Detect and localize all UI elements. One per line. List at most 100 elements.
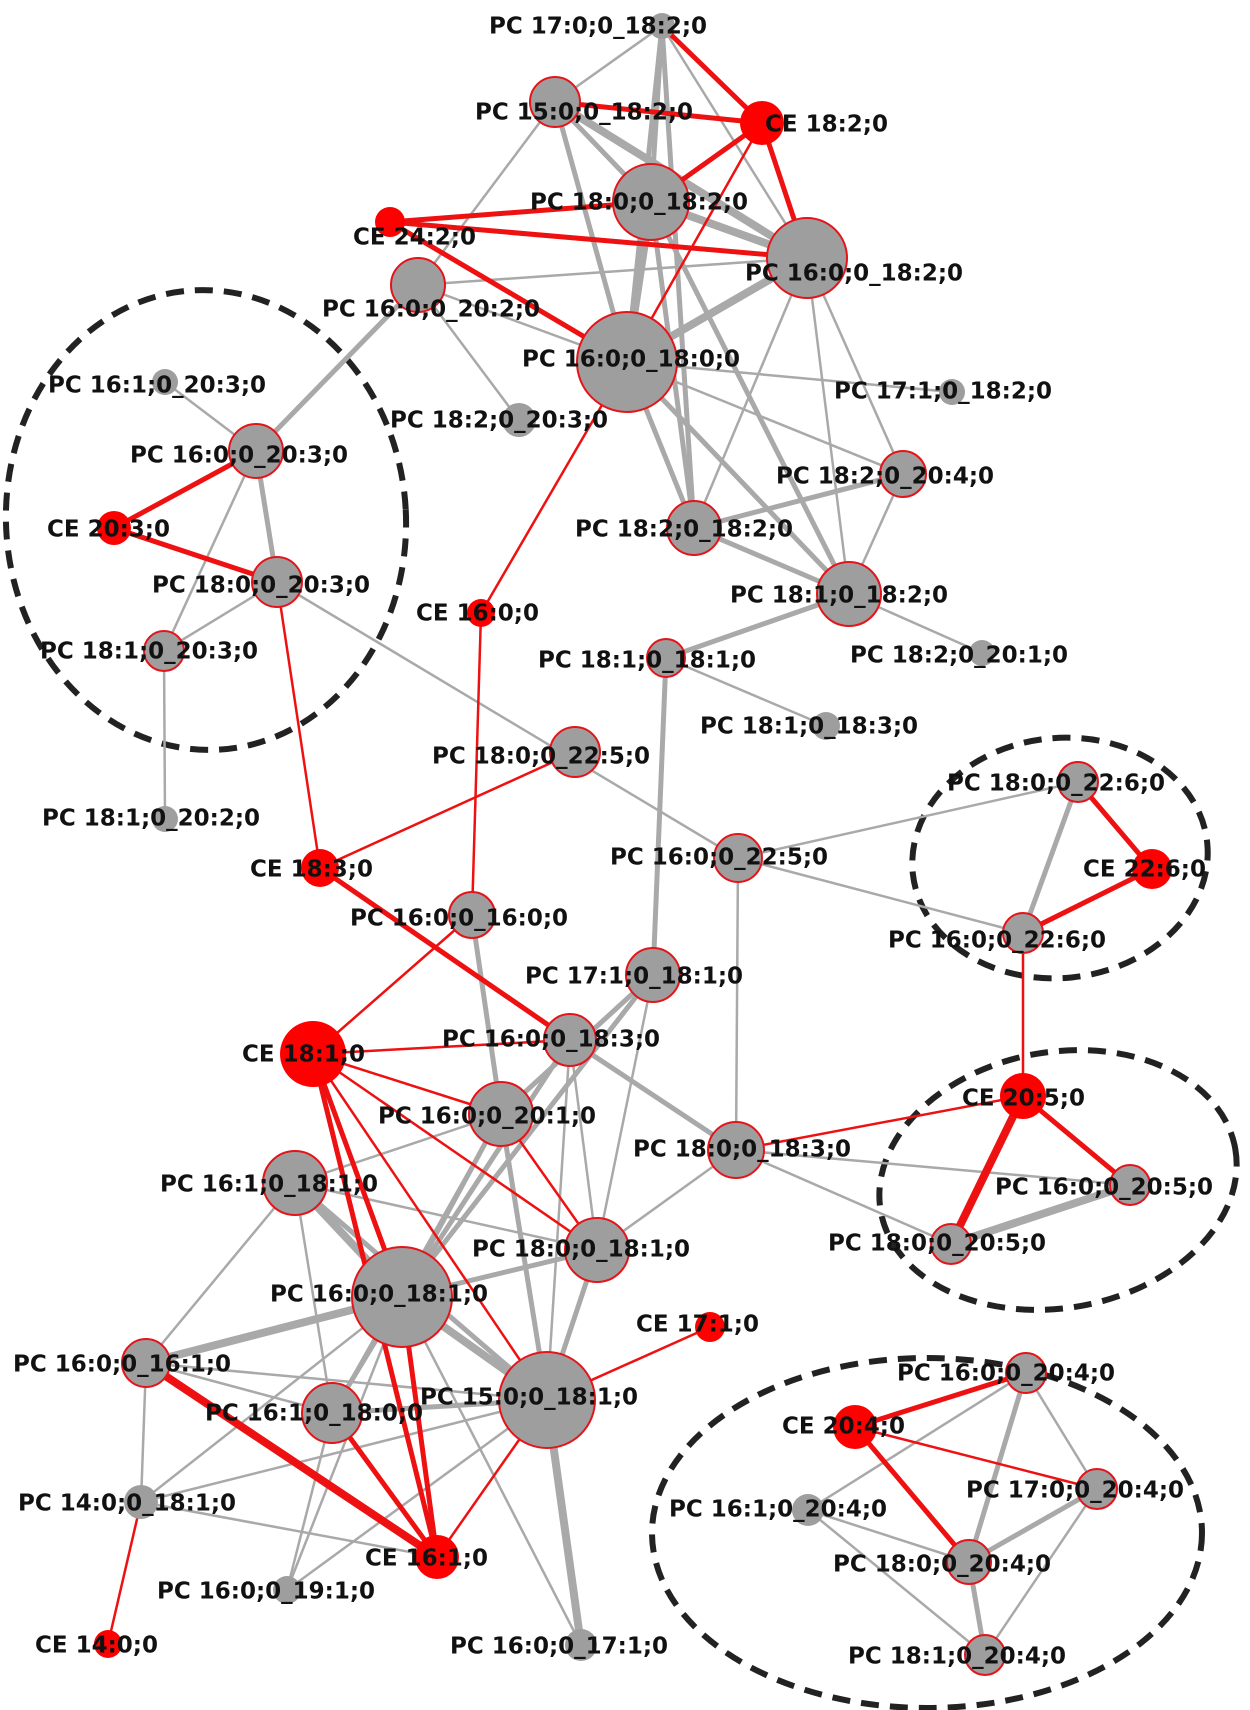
- edge-pc_16_0_18_1-to-pc_16_0_17_1: [400, 1295, 583, 1647]
- node-label-ce_22_6: CE 22:6;0: [1083, 857, 1206, 883]
- node-label-pc_17_1_18_1: PC 17:1;0_18:1;0: [525, 964, 743, 990]
- cluster-outlines: [2, 287, 1240, 1710]
- node-pc_18_1_20_2: [152, 806, 178, 832]
- node-ce_18_1: [280, 1021, 346, 1087]
- edge-pc_16_0_18_0-to-pc_17_1_18_2: [625, 360, 954, 394]
- edge-pc_18_0_20_3-to-ce_18_3: [275, 580, 322, 870]
- node-pc_16_1_18_0: [301, 1382, 363, 1444]
- edge-pc_18_0_18_3-to-ce_20_5: [734, 1094, 1025, 1152]
- node-pc_16_1_18_1: [262, 1150, 328, 1216]
- node-label-pc_16_1_18_0: PC 16:1;0_18:0;0: [205, 1401, 423, 1427]
- node-ce_17_1: [695, 1312, 725, 1342]
- node-ce_16_0: [467, 599, 495, 627]
- edge-pc_16_0_18_3-to-pc_18_0_18_3: [567, 1037, 739, 1153]
- edge-pc_18_1_20_3-to-pc_18_1_20_2: [162, 649, 167, 821]
- edge-pc_16_0_22_5-to-pc_16_0_22_6: [736, 856, 1025, 935]
- node-pc_18_1_18_1: [646, 638, 686, 678]
- node-pc_16_0_18_0: [576, 311, 678, 413]
- edge-pc_16_0_16_0-to-pc_16_0_20_1: [469, 912, 504, 1117]
- node-label-pc_17_0_20_4: PC 17:0;0_20:4;0: [966, 1478, 1184, 1504]
- edge-pc_16_0_18_3-to-pc_18_0_18_1: [568, 1038, 599, 1252]
- node-pc_16_0_20_1: [468, 1081, 534, 1147]
- node-pc_16_0_22_5: [713, 833, 763, 883]
- node-label-ce_18_2: CE 18:2;0: [765, 112, 888, 138]
- node-label-ce_24_2: CE 24:2;0: [353, 225, 476, 251]
- edge-ce_18_1-to-pc_18_0_18_1: [311, 1052, 599, 1252]
- node-label-pc_16_0_20_1: PC 16:0;0_20:1;0: [378, 1104, 596, 1130]
- node-label-pc_16_0_20_2: PC 16:0;0_20:2;0: [322, 297, 540, 323]
- node-label-pc_18_0_22_5: PC 18:0;0_22:5;0: [432, 744, 650, 770]
- node-label-pc_18_1_18_3: PC 18:1;0_18:3;0: [700, 714, 918, 740]
- node-label-pc_18_0_18_1: PC 18:0;0_18:1;0: [472, 1237, 690, 1263]
- node-label-ce_20_3: CE 20:3;0: [47, 517, 170, 543]
- edge-pc_16_0_20_4-to-pc_16_1_20_4: [806, 1371, 1028, 1512]
- edge-ce_16_0-to-pc_16_0_16_0: [470, 611, 483, 917]
- edge-pc_18_0_18_3-to-pc_18_0_20_5: [734, 1148, 953, 1246]
- node-label-pc_16_1_18_1: PC 16:1;0_18:1;0: [160, 1172, 378, 1198]
- node-label-pc_18_0_22_6: PC 18:0;0_22:6;0: [947, 771, 1165, 797]
- edge-ce_18_1-to-pc_16_0_18_3: [311, 1038, 572, 1056]
- node-pc_18_0_22_5: [549, 726, 601, 778]
- node-pc_16_0_20_3: [228, 423, 284, 479]
- node-pc_18_2_20_3: [502, 403, 536, 437]
- edge-pc_16_0_20_3-to-pc_18_1_20_3: [162, 449, 258, 653]
- node-pc_16_0_18_2: [766, 217, 848, 299]
- node-label-pc_16_0_19_1: PC 16:0;0_19:1;0: [157, 1579, 375, 1605]
- edge-pc_16_0_18_1-to-pc_14_0_18_1: [139, 1295, 404, 1504]
- edge-pc_16_0_20_4-to-pc_17_0_20_4: [1024, 1371, 1099, 1491]
- node-pc_18_1_18_2: [816, 561, 882, 627]
- node-pc_16_0_16_1: [121, 1338, 171, 1388]
- node-pc_18_0_20_5: [930, 1223, 972, 1265]
- node-label-pc_16_0_17_1: PC 16:0;0_17:1;0: [450, 1634, 668, 1660]
- node-label-pc_16_0_20_4: PC 16:0;0_20:4;0: [897, 1361, 1115, 1387]
- cluster-outline: [2, 287, 410, 753]
- edge-pc_16_0_20_2-to-pc_16_0_20_3: [253, 282, 421, 454]
- node-pc_18_2_20_1: [969, 640, 995, 666]
- node-pc_18_0_18_3: [707, 1121, 765, 1179]
- edge-pc_18_1_18_1-to-pc_17_1_18_1: [650, 655, 669, 978]
- edge-pc_15_0_18_1-to-pc_14_0_18_1: [139, 1398, 549, 1504]
- node-label-pc_16_0_22_6: PC 16:0;0_22:6;0: [888, 928, 1106, 954]
- edge-pc_18_0_22_6-to-pc_16_0_22_5: [736, 780, 1080, 860]
- node-label-pc_16_0_18_3: PC 16:0;0_18:3;0: [442, 1027, 660, 1053]
- node-pc_16_1_20_3: [152, 369, 178, 395]
- edge-pc_15_0_18_1-to-pc_16_0_16_1: [144, 1361, 549, 1402]
- node-pc_18_2_20_4: [879, 450, 927, 498]
- node-label-pc_18_1_20_3: PC 18:1;0_20:3;0: [40, 639, 258, 665]
- node-label-pc_18_2_20_4: PC 18:2;0_20:4;0: [776, 464, 994, 490]
- edge-ce_20_4-to-pc_17_0_20_4: [853, 1425, 1099, 1491]
- node-label-pc_16_0_18_1: PC 16:0;0_18:1;0: [270, 1282, 488, 1308]
- node-ce_24_2: [375, 207, 405, 237]
- node-pc_15_0_18_2: [529, 76, 581, 128]
- edge-ce_20_5-to-pc_16_0_20_5: [1020, 1093, 1133, 1188]
- node-label-pc_16_1_20_4: PC 16:1;0_20:4;0: [669, 1497, 887, 1523]
- node-pc_17_1_18_1: [625, 947, 681, 1003]
- edge-pc_16_1_20_4-to-pc_18_1_20_4: [806, 1508, 987, 1657]
- node-label-pc_15_0_18_1: PC 15:0;0_18:1;0: [420, 1385, 638, 1411]
- edge-ce_18_1-to-pc_15_0_18_1: [311, 1052, 549, 1402]
- node-pc_18_0_18_1: [564, 1217, 630, 1283]
- node-pc_16_0_20_4: [1005, 1352, 1047, 1394]
- edge-pc_16_1_18_1-to-pc_16_1_18_0: [293, 1181, 334, 1415]
- node-label-pc_18_0_20_4: PC 18:0;0_20:4;0: [833, 1552, 1051, 1578]
- node-label-ce_17_1: CE 17:1;0: [636, 1312, 759, 1338]
- edge-pc_16_1_20_4-to-pc_18_0_20_4: [806, 1508, 971, 1564]
- edge-pc_16_0_18_0-to-pc_18_1_18_2: [624, 359, 852, 597]
- edge-pc_14_0_18_1-to-ce_14_0: [106, 1500, 143, 1646]
- edge-ce_20_4-to-pc_16_0_20_4: [852, 1370, 1029, 1430]
- node-label-pc_18_0_18_2: PC 18:0;0_18:2;0: [530, 190, 748, 216]
- node-pc_17_0_18_2: [649, 13, 675, 39]
- edge-pc_16_0_18_3-to-pc_16_0_18_1: [399, 1037, 573, 1300]
- node-pc_16_1_20_4: [792, 1494, 824, 1526]
- edge-pc_16_0_20_4-to-pc_18_0_20_4: [966, 1370, 1029, 1565]
- edge-ce_22_6-to-pc_16_0_22_6: [1020, 866, 1155, 936]
- edge-pc_18_0_18_3-to-pc_16_0_20_5: [734, 1148, 1132, 1187]
- node-label-pc_18_1_18_1: PC 18:1;0_18:1;0: [538, 648, 756, 674]
- node-label-pc_18_2_20_1: PC 18:2;0_20:1;0: [850, 643, 1068, 669]
- node-ce_18_2: [740, 101, 784, 145]
- edge-pc_16_0_20_1-to-pc_16_1_18_1: [293, 1112, 503, 1185]
- node-pc_18_1_20_3: [143, 630, 185, 672]
- node-label-ce_18_1: CE 18:1;0: [242, 1042, 365, 1068]
- edge-pc_16_0_20_2-to-pc_18_2_20_3: [416, 283, 521, 422]
